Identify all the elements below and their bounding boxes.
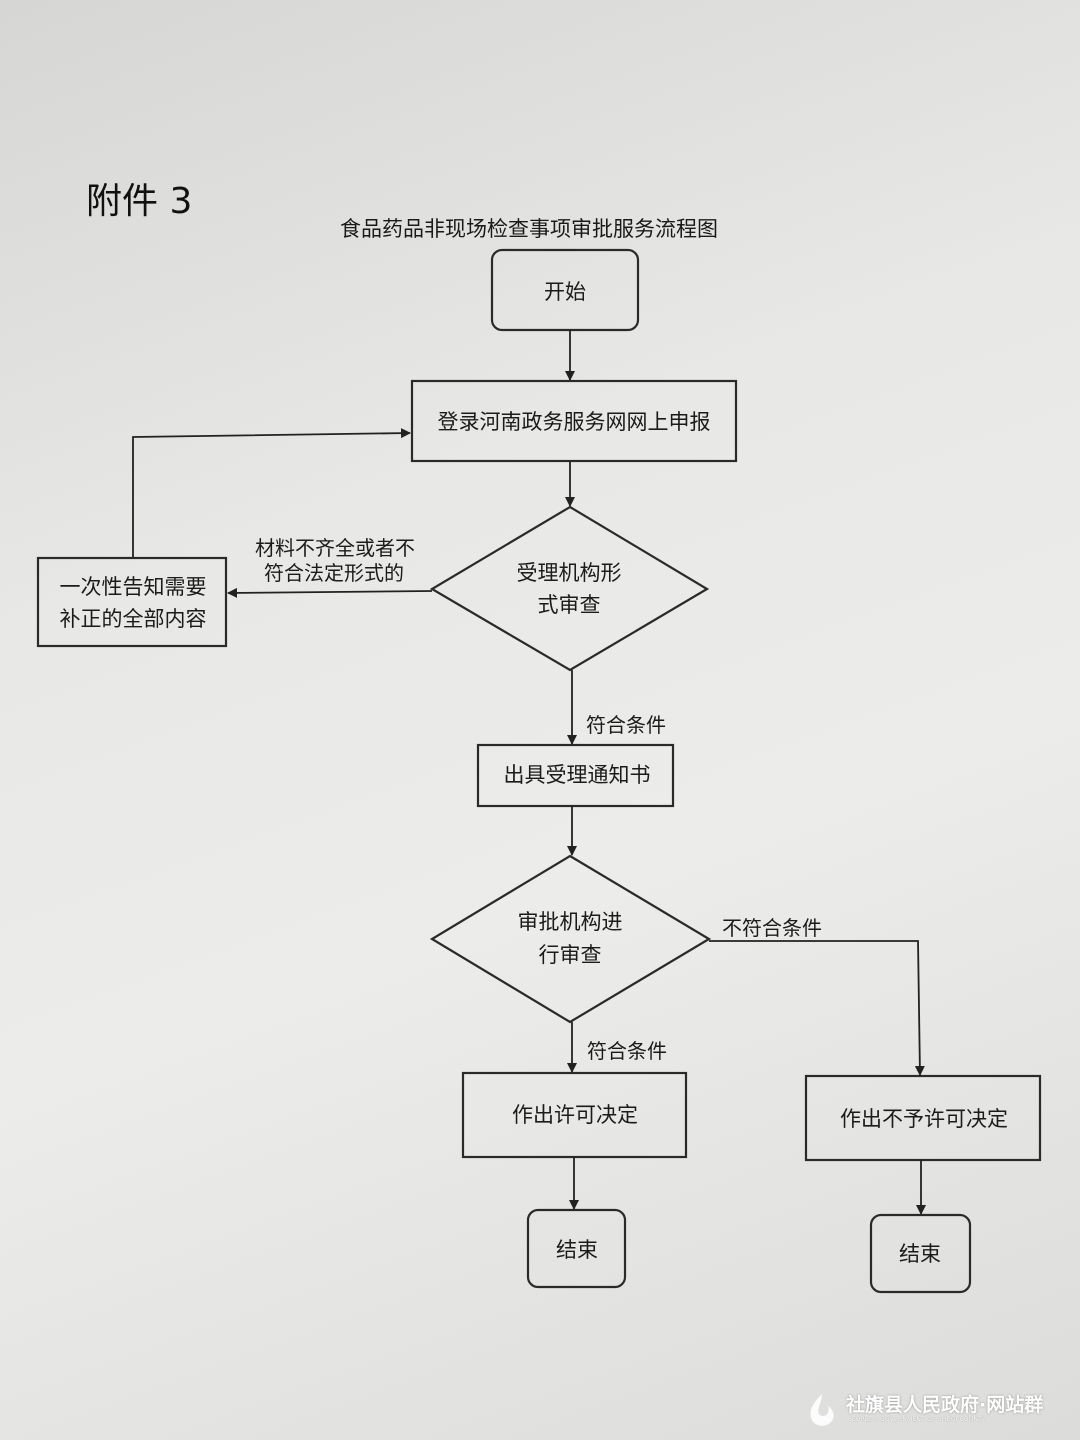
end-right-label: 结束: [899, 1242, 941, 1266]
start-node: [490, 248, 640, 332]
edge-incomplete-label-1: 材料不齐全或者不: [255, 536, 415, 560]
notify-label-1: 一次性告知需要: [60, 575, 207, 599]
start-label: 开始: [544, 280, 586, 304]
edge-meets-label-1: 符合条件: [586, 713, 666, 737]
end-left-label: 结束: [556, 1238, 598, 1262]
approval-review-diamond: [429, 854, 712, 1024]
acceptance-notice-node: [476, 743, 675, 808]
deny-label: 作出不予许可决定: [840, 1107, 1008, 1131]
notify-label-2: 补正的全部内容: [60, 607, 207, 631]
arrow-form-review-to-notify: [227, 587, 433, 598]
watermark-subtitle: PEOPLE'S GOVERNMENT OF SHEQI COUNTY: [848, 1416, 986, 1423]
watermark-title: 社旗县人民政府·网站群: [846, 1394, 1044, 1416]
end-right-node: [869, 1213, 972, 1294]
form-review-diamond: [429, 505, 710, 672]
acceptance-notice-label: 出具受理通知书: [504, 763, 651, 787]
edge-meets-label-2: 符合条件: [587, 1039, 667, 1063]
approval-review-label-1: 审批机构进: [518, 910, 623, 934]
notify-node: [36, 556, 228, 648]
deny-node: [804, 1074, 1042, 1162]
edge-not-meets-label: 不符合条件: [722, 916, 822, 940]
watermark: 社旗县人民政府·网站群 PEOPLE'S GOVERNMENT OF SHEQI…: [800, 1388, 1070, 1436]
approval-review-label-2: 行审查: [539, 943, 602, 967]
flame-logo-icon: [810, 1394, 834, 1426]
arrow-approval-to-deny: [709, 940, 925, 1076]
arrow-notify-back-to-apply: [132, 428, 411, 557]
online-apply-label: 登录河南政务服务网网上申报: [438, 410, 711, 434]
attachment-label: 附件 3: [86, 181, 193, 222]
end-left-node: [526, 1208, 627, 1289]
form-review-label-2: 式审查: [538, 593, 601, 617]
form-review-label-1: 受理机构形: [517, 561, 622, 585]
flowchart-title: 食品药品非现场检查事项审批服务流程图: [340, 217, 718, 241]
online-apply-node: [410, 379, 738, 463]
permit-label: 作出许可决定: [512, 1103, 638, 1127]
edge-incomplete-label-2: 符合法定形式的: [264, 561, 404, 585]
